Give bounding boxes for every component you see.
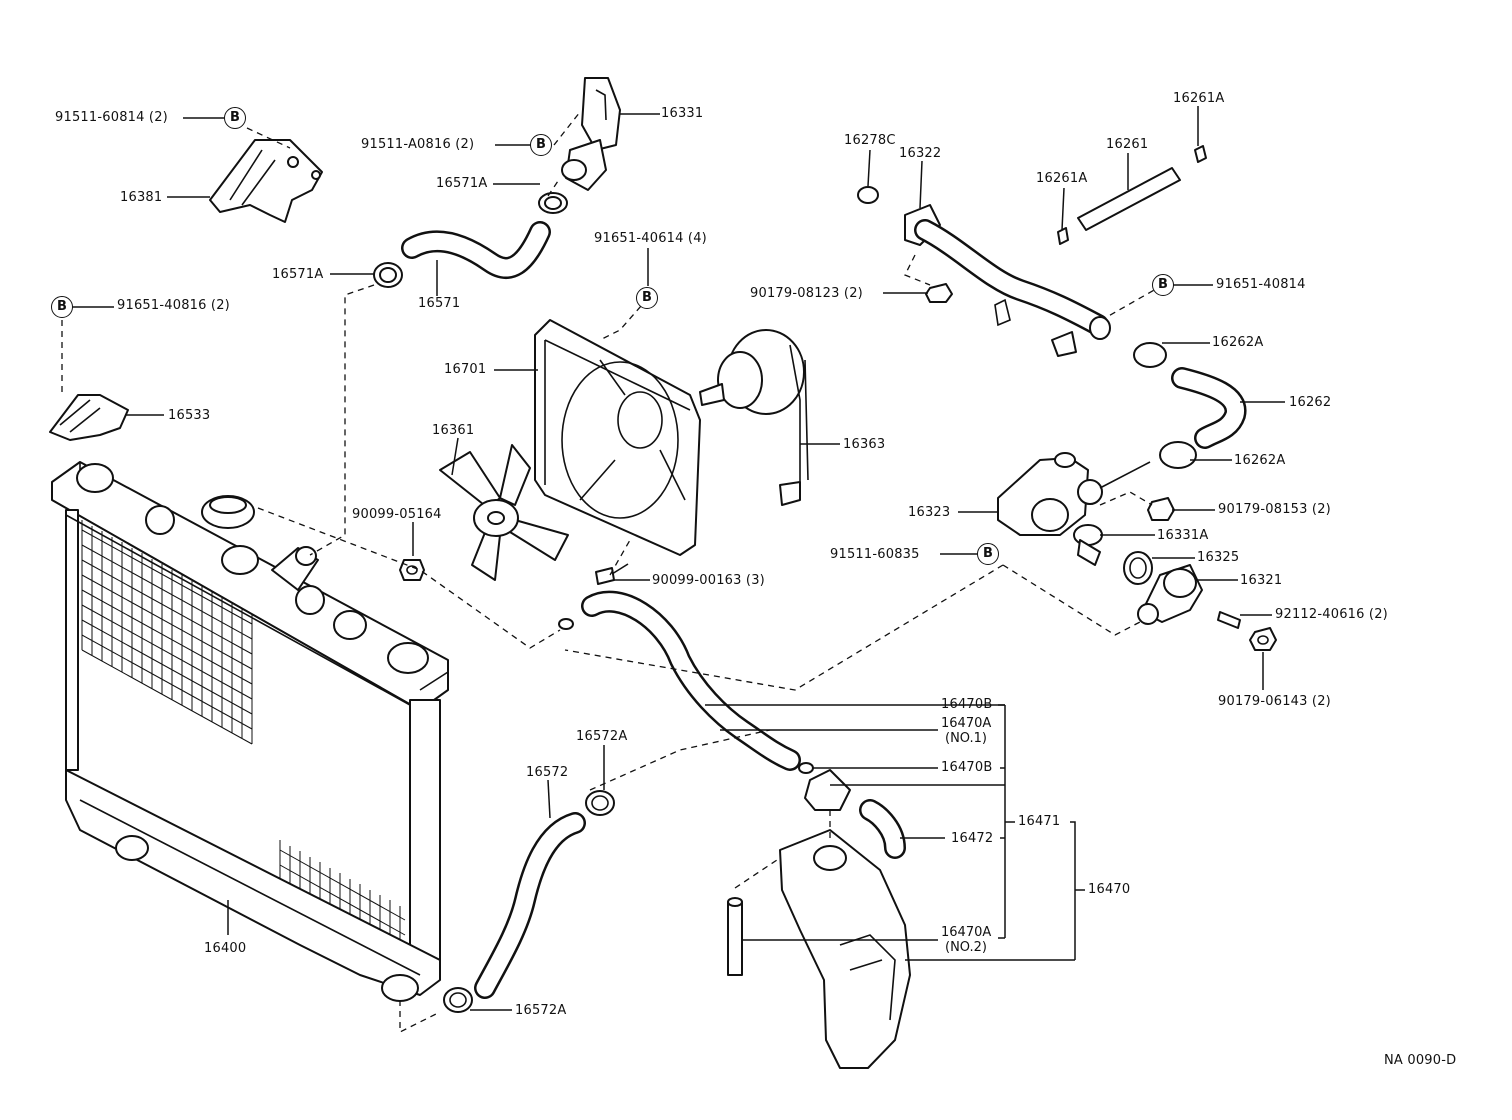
nut-90179-06143 — [1249, 627, 1277, 651]
label-16261: 16261 — [1106, 137, 1149, 152]
label-16572A-bottom: 16572A — [515, 1003, 567, 1018]
hose-16470A-no1 — [581, 590, 801, 771]
label-16323: 16323 — [908, 505, 951, 520]
label-90179-08153: 90179-08153 (2) — [1218, 502, 1331, 517]
clamp-16572A — [443, 790, 615, 1013]
label-91651-40816: 91651-40816 (2) — [117, 298, 230, 313]
label-90099-05164: 90099-05164 — [352, 507, 442, 522]
label-16381: 16381 — [120, 190, 163, 205]
label-16262: 16262 — [1289, 395, 1332, 410]
bolt-90099-00163 — [595, 563, 629, 585]
label-90099-00163: 90099-00163 (3) — [652, 573, 765, 588]
label-16361: 16361 — [432, 423, 475, 438]
label-16470A-no1: 16470A — [941, 716, 992, 731]
label-16571A-left: 16571A — [272, 267, 324, 282]
hose-16472 — [859, 799, 906, 859]
diagram-code: NA 0090-D — [1384, 1053, 1457, 1068]
reservoir-tank-16471 — [779, 829, 911, 1069]
thermostat-housing-16323 — [997, 452, 1151, 536]
water-inlet-16321 — [1137, 564, 1203, 625]
label-16322: 16322 — [899, 146, 942, 161]
water-outlet-16331 — [561, 77, 621, 191]
ref-marker-b: B — [51, 296, 73, 318]
label-90179-08123: 90179-08123 (2) — [750, 286, 863, 301]
hose-16262 — [1171, 367, 1247, 449]
ref-marker-b: B — [636, 287, 658, 309]
label-91511-A0816: 91511-A0816 (2) — [361, 137, 475, 152]
label-91651-40614: 91651-40614 (4) — [594, 231, 707, 246]
clamp-16571A — [373, 192, 568, 288]
fan-motor-16363 — [699, 329, 809, 506]
hose-16470A-no2 — [727, 897, 743, 976]
ref-marker-b: B — [224, 107, 246, 129]
ref-marker-b: B — [530, 134, 552, 156]
stud-92112-40616 — [1217, 611, 1241, 629]
label-16701: 16701 — [444, 362, 487, 377]
label-16331: 16331 — [661, 106, 704, 121]
label-91651-40814: 91651-40814 — [1216, 277, 1306, 292]
hose-16572 — [474, 812, 586, 999]
label-16261A-top: 16261A — [1173, 91, 1225, 106]
label-16572A-top: 16572A — [576, 729, 628, 744]
label-16261A-mid: 16261A — [1036, 171, 1088, 186]
label-16331A: 16331A — [1157, 528, 1209, 543]
nut-90099-05164 — [399, 559, 425, 581]
dashed-assembly-lines — [61, 111, 1164, 1034]
label-16470B-top: 16470B — [941, 697, 993, 712]
label-16321: 16321 — [1240, 573, 1283, 588]
radiator-16400 — [51, 461, 449, 1002]
water-pipe-16322 — [857, 186, 1111, 357]
gasket-16325 — [1123, 551, 1153, 585]
ref-marker-b: B — [1152, 274, 1174, 296]
thermostat-16331A — [1073, 524, 1103, 566]
label-16571A-top: 16571A — [436, 176, 488, 191]
label-16472: 16472 — [951, 831, 994, 846]
label-91511-60814: 91511-60814 (2) — [55, 110, 168, 125]
clip-16261A — [1057, 145, 1207, 245]
label-16571: 16571 — [418, 296, 461, 311]
label-92112-40616: 92112-40616 (2) — [1275, 607, 1388, 622]
label-16471: 16471 — [1018, 814, 1061, 829]
label-16572: 16572 — [526, 765, 569, 780]
label-16470: 16470 — [1088, 882, 1131, 897]
label-16533: 16533 — [168, 408, 211, 423]
label-16470A-no1-sub: (NO.1) — [945, 731, 987, 746]
bracket-16533 — [49, 394, 129, 441]
leader-lines — [72, 106, 1285, 1011]
reservoir-cap — [804, 769, 851, 811]
label-16470B-mid: 16470B — [941, 760, 993, 775]
fan-16361 — [439, 444, 569, 581]
label-16278C: 16278C — [844, 133, 896, 148]
bracket-16381 — [209, 139, 323, 223]
label-16470A-no2-sub: (NO.2) — [945, 940, 987, 955]
hose-16571 — [401, 221, 551, 279]
label-91511-60835: 91511-60835 — [830, 547, 920, 562]
nut-90179-08153 — [1147, 497, 1175, 521]
fan-shroud-16701 — [534, 319, 701, 556]
label-16262A-bottom: 16262A — [1234, 453, 1286, 468]
label-16400: 16400 — [204, 941, 247, 956]
label-16262A-top: 16262A — [1212, 335, 1264, 350]
label-90179-06143: 90179-06143 (2) — [1218, 694, 1331, 709]
clamp-16262A — [1133, 342, 1197, 469]
label-16470A-no2: 16470A — [941, 925, 992, 940]
ref-marker-b: B — [977, 543, 999, 565]
nut-90179-08123 — [925, 283, 953, 303]
pipe-16261 — [1077, 167, 1181, 231]
label-16325: 16325 — [1197, 550, 1240, 565]
label-16363: 16363 — [843, 437, 886, 452]
